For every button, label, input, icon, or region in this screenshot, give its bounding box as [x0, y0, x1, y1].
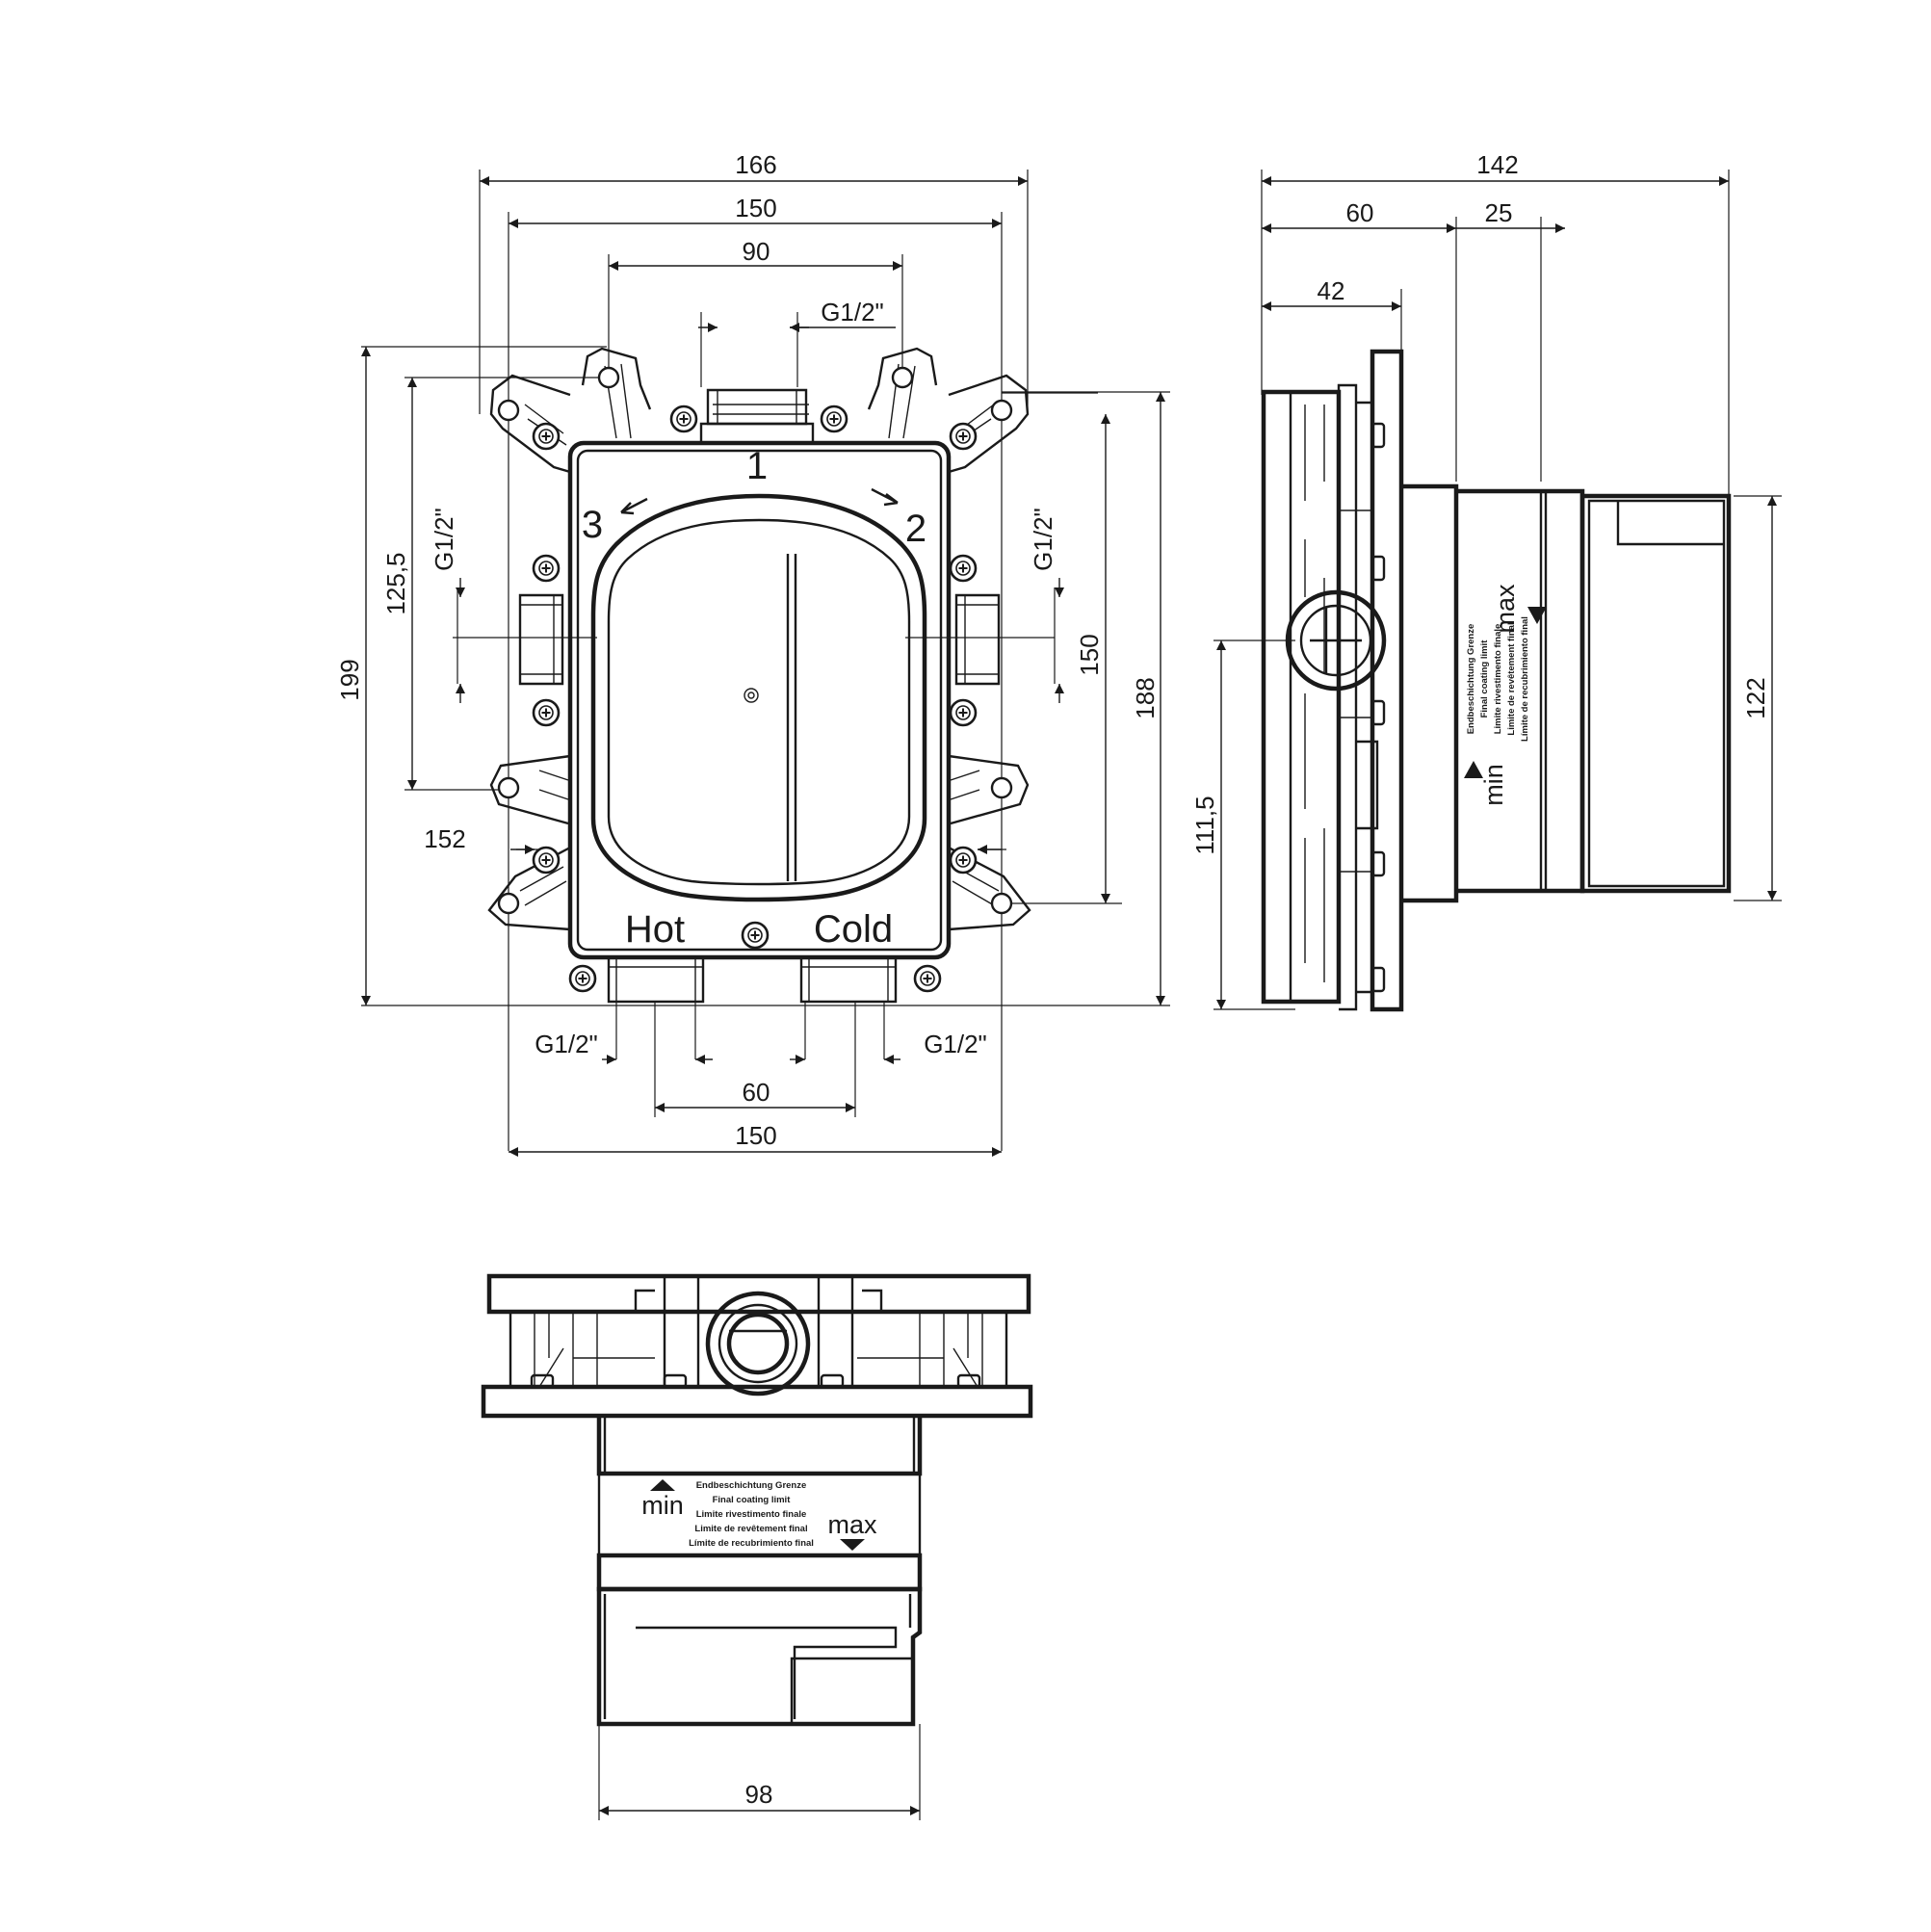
svg-text:Límite de recubrimiento final: Límite de recubrimiento final: [1520, 616, 1530, 742]
cold-label: Cold: [814, 908, 893, 951]
bottom-max-label: max: [827, 1510, 877, 1539]
dim-left-overall: 199: [335, 659, 364, 700]
svg-text:Limite de revêtement final: Limite de revêtement final: [1506, 622, 1517, 735]
side-dim-height: 111,5: [1190, 796, 1219, 854]
bottom-view: min max Endbeschichtung Grenze Final coa…: [481, 1273, 1033, 1820]
screw-icon: [949, 846, 978, 875]
side-dim-42: 42: [1318, 276, 1345, 305]
min-marker-icon: [1464, 761, 1483, 778]
screw-icon: [949, 422, 978, 451]
screw-icon: [949, 698, 978, 727]
front-view: 1 2 3 Hot Cold: [335, 150, 1170, 1157]
side-view: min max Endbeschichtung Grenze Final coa…: [1190, 150, 1782, 1012]
side-max-label: max: [1491, 584, 1520, 634]
screw-icon: [741, 921, 770, 950]
svg-text:Límite de recubrimiento final: Límite de recubrimiento final: [689, 1538, 814, 1549]
side-min-label: min: [1479, 764, 1508, 806]
dim-right-overall: 188: [1131, 677, 1160, 718]
side-dim-60: 60: [1346, 198, 1374, 227]
bottom-min-label: min: [641, 1491, 684, 1520]
screw-icon: [949, 554, 978, 583]
dim-bottom-thread-left: G1/2": [535, 1030, 598, 1058]
side-dim-122: 122: [1741, 677, 1770, 718]
screw-icon: [913, 964, 942, 993]
dim-top-overall: 166: [735, 150, 776, 179]
screw-icon: [532, 422, 561, 451]
dim-top-mount: 90: [743, 237, 770, 266]
dim-right-thread: G1/2": [1029, 508, 1057, 571]
port-2-label: 2: [905, 508, 926, 550]
mount-hole-icon: [497, 776, 520, 799]
dim-bottom-frame: 150: [735, 1121, 776, 1150]
mount-hole-icon: [597, 366, 620, 389]
dim-top-thread: G1/2": [821, 298, 884, 326]
svg-text:Endbeschichtung Grenze: Endbeschichtung Grenze: [1466, 624, 1476, 735]
screw-icon: [532, 698, 561, 727]
dim-bottom-thread-right: G1/2": [924, 1030, 987, 1058]
dim-left-mount: 125,5: [381, 552, 410, 614]
front-dimension-lines: [361, 176, 1165, 1157]
mount-hole-icon: [497, 399, 520, 422]
mount-hole-icon: [990, 892, 1013, 915]
mount-hole-icon: [990, 776, 1013, 799]
front-extension-lines: [361, 170, 1170, 1151]
screw-icon: [820, 405, 848, 433]
dim-right-frame: 150: [1075, 634, 1104, 675]
svg-text:Limite rivestimento finale: Limite rivestimento finale: [1493, 624, 1503, 735]
mount-hole-icon: [990, 399, 1013, 422]
dim-left-thread: G1/2": [430, 508, 458, 571]
dim-bottom-spacing: 60: [743, 1078, 770, 1107]
bottom-coating-text: Endbeschichtung Grenze Final coating lim…: [689, 1480, 814, 1549]
screw-icon: [669, 405, 698, 433]
dim-152: 152: [424, 824, 465, 853]
side-coating-text: Endbeschichtung Grenze Final coating lim…: [1466, 616, 1530, 742]
bottom-dim-width: 98: [745, 1780, 773, 1809]
port-1-label: 1: [746, 445, 768, 487]
dim-top-frame: 150: [735, 194, 776, 222]
max-marker-icon: [840, 1539, 865, 1551]
svg-text:Endbeschichtung Grenze: Endbeschichtung Grenze: [696, 1480, 807, 1491]
svg-text:Final coating limit: Final coating limit: [1479, 640, 1490, 718]
min-marker-icon: [650, 1479, 675, 1491]
side-dim-25: 25: [1485, 198, 1513, 227]
max-marker-icon: [1527, 607, 1547, 624]
port-3-label: 3: [582, 504, 603, 546]
screw-icon: [568, 964, 597, 993]
hot-label: Hot: [625, 908, 685, 951]
mount-hole-icon: [497, 892, 520, 915]
side-dim-overall: 142: [1476, 150, 1518, 179]
front-body: 1 2 3 Hot Cold: [487, 347, 1031, 1004]
mount-hole-icon: [891, 366, 914, 389]
svg-text:Limite de revêtement final: Limite de revêtement final: [694, 1524, 807, 1534]
screw-icon: [532, 554, 561, 583]
screw-icon: [532, 846, 561, 875]
svg-text:Final coating limit: Final coating limit: [713, 1495, 792, 1505]
svg-text:Limite rivestimento finale: Limite rivestimento finale: [696, 1509, 807, 1520]
